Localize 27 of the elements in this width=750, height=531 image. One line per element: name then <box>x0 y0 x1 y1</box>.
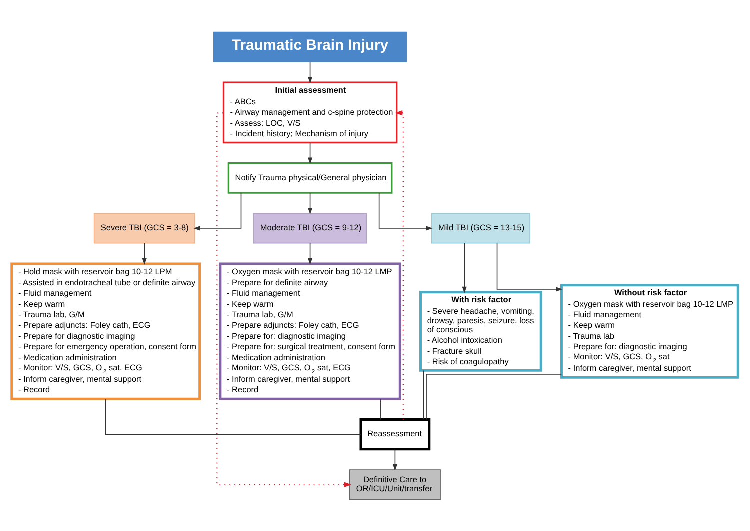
connector <box>105 398 362 434</box>
node-box: Moderate TBI (GCS = 9-12) <box>253 212 368 244</box>
arrow <box>496 242 563 292</box>
connector <box>380 398 381 420</box>
connector <box>423 370 424 420</box>
arrow <box>395 110 404 420</box>
arrow <box>308 142 313 164</box>
node-box: Notify Trauma physical/General physician <box>228 162 393 194</box>
arrow <box>392 448 398 471</box>
node-box: Initial assessment - ABCs - Airway management and c-spine protection - Assess: LOC, V/S - Incident history; Mechanism of injury <box>222 81 398 144</box>
node-box: Reassessment <box>360 418 431 450</box>
connector <box>426 373 562 420</box>
arrow <box>142 242 147 264</box>
node-box: - Hold mask with reservoir bag 10-12 LPM - Assisted in endotracheal tube or definite airway - Fluid management - Keep warm - Trauma lab, G/M - Prepare adjuncts: Foley cath, ECG - Prepare for diagnostic imaging - Prepare for emergency operation, consent form - Medication administration - Monitor: V/S, GCS, O$_{2}$ sat, ECG - Inform caregiver, mental support - Record <box>10 262 202 400</box>
node-box: Severe TBI (GCS = 3-8) <box>94 212 196 244</box>
node-box: Definitive Care to OR/ICU/Unit/transfer <box>349 469 441 500</box>
node-box: - Oxygen mask with reservoir bag 10-12 LMP - Prepare for definite airway - Fluid management - Keep warm - Trauma lab, G/M - Prepare adjuncts: Foley cath, ECG - Prepare for: diagnostic imaging - Prepare for: surgical treatment, consent form - Medication administration - Monitor: V/S, GCS, O$_{2}$ sat, ECG - Inform caregiver, mental support - Record <box>219 262 402 400</box>
arrow <box>308 242 313 264</box>
arrow <box>378 192 433 230</box>
arrow <box>194 192 242 230</box>
arrow <box>308 192 313 214</box>
node-box: Mild TBI (GCS = 13-15) <box>431 212 530 244</box>
node-box: With risk factor - Severe headache, vomiting, drowsy, paresis, seizure, loss of conscious - Alcohol intoxication - Fracture skull - Risk of coagulopathy <box>420 290 542 372</box>
arrow <box>462 242 467 294</box>
arrow <box>308 61 313 84</box>
node-box: Traumatic Brain Injury <box>213 31 408 62</box>
node-box: Without risk factor - Oxygen mask with reservoir bag 10-12 LMP - Fluid management - Keep warm - Trauma lab - Prepare for: diagnostic imaging - Monitor: V/S, GCS, O$_{2}$ sat - Inform caregiver, mental support <box>560 284 740 378</box>
